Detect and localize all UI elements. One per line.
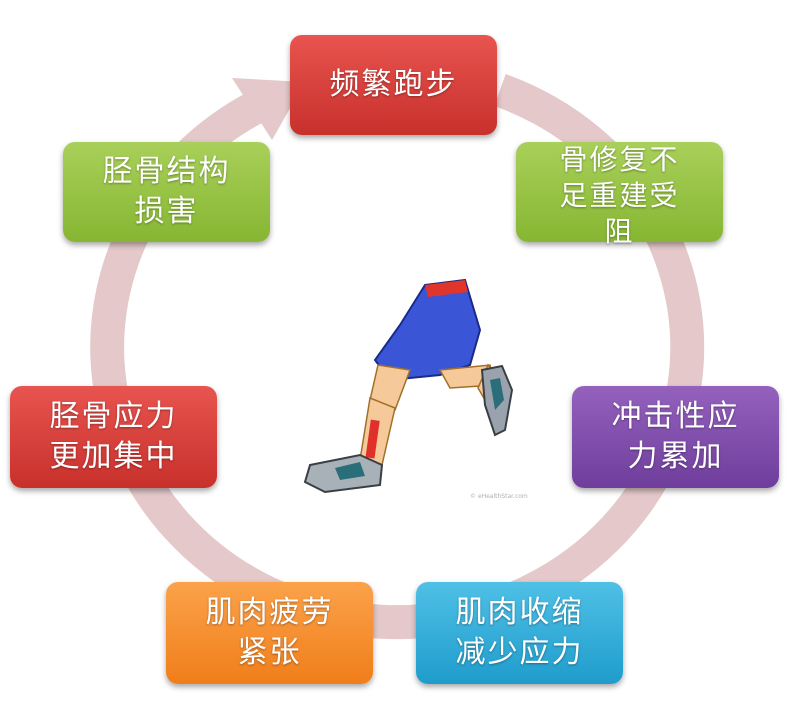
running-leg-illustration: © eHealthStar.com <box>303 278 528 500</box>
shorts-shape <box>373 278 482 382</box>
waistband-shape <box>425 280 468 297</box>
node-impact-stress-accumulation: 冲击性应 力累加 <box>572 386 779 488</box>
front-shoe-accent <box>335 462 365 480</box>
cycle-arrowhead-icon <box>232 78 305 140</box>
node-tibia-structure-damage: 胫骨结构 损害 <box>63 142 270 242</box>
node-bone-repair-blocked: 骨修复不 足重建受 阻 <box>516 142 723 248</box>
node-muscle-contraction-reduced: 肌肉收缩 减少应力 <box>416 582 623 684</box>
node-tibia-stress-concentrated: 胫骨应力 更加集中 <box>10 386 217 488</box>
watermark-text: © eHealthStar.com <box>470 493 528 500</box>
node-frequent-running: 频繁跑步 <box>290 35 497 135</box>
back-shoe-accent <box>490 378 504 410</box>
node-muscle-fatigue: 肌肉疲劳 紧张 <box>166 582 373 684</box>
tibia-highlight <box>365 419 380 459</box>
cycle-arc <box>90 74 705 640</box>
